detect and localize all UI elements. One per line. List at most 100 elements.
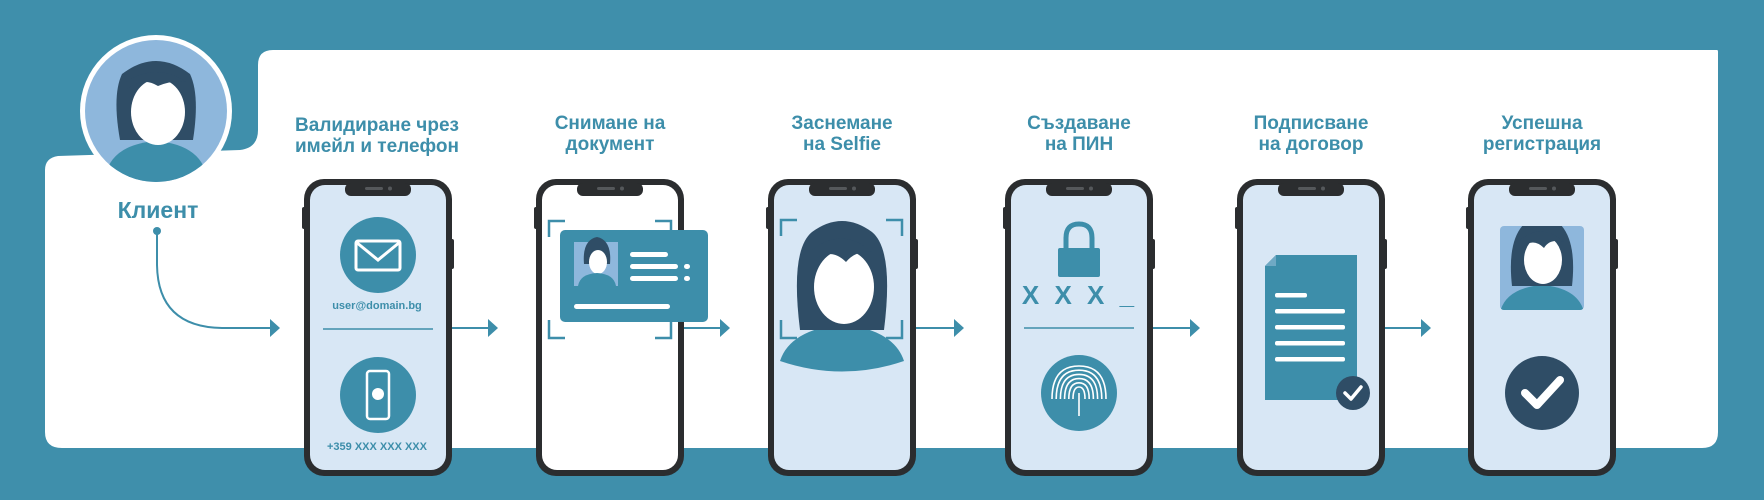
step-3-title: Заснемане на Selfie bbox=[737, 113, 947, 155]
id-card-line bbox=[684, 276, 690, 281]
profile-face bbox=[1524, 236, 1562, 284]
fingerprint-ridge bbox=[1068, 381, 1090, 400]
flow-arrow-2 bbox=[684, 319, 730, 337]
step-2-title-line1: Снимане на bbox=[554, 113, 666, 134]
document-line bbox=[1275, 293, 1307, 298]
id-card-face bbox=[589, 250, 607, 274]
phone-step-2 bbox=[534, 179, 686, 476]
phone-camera bbox=[852, 186, 856, 191]
id-card-line bbox=[630, 276, 678, 281]
step-3-title-line2: на Selfie bbox=[802, 134, 881, 155]
phone-speaker bbox=[597, 187, 615, 190]
step-5-title-line2: на договор bbox=[1258, 134, 1364, 155]
check-badge-icon bbox=[1336, 376, 1370, 410]
arrow-icon bbox=[270, 319, 280, 337]
step-1-title-line2: имейл и телефон bbox=[294, 136, 459, 157]
selfie-face bbox=[814, 250, 874, 324]
id-card-body bbox=[578, 273, 616, 286]
step-6-icons bbox=[1500, 226, 1584, 430]
step-4-icons bbox=[1024, 221, 1134, 431]
step-4-title: Създаване на ПИН bbox=[974, 113, 1184, 155]
scan-corner bbox=[655, 320, 673, 340]
profile-body bbox=[1500, 285, 1584, 310]
document-line bbox=[1275, 325, 1345, 330]
check-mark bbox=[1521, 376, 1564, 409]
step-4-title-line1: Създаване bbox=[1027, 113, 1131, 134]
phone-speaker bbox=[365, 187, 383, 190]
phone-camera bbox=[620, 186, 624, 191]
step-1-title: Валидиране чрез имейл и телефон bbox=[272, 115, 482, 157]
client-label: Клиент bbox=[117, 197, 199, 223]
scan-corner bbox=[886, 320, 904, 340]
step-1-title-line1: Валидиране чрез bbox=[295, 115, 459, 136]
fingerprint-ridge bbox=[1072, 386, 1086, 400]
selfie-body bbox=[780, 324, 904, 372]
arrow-icon bbox=[1190, 319, 1200, 337]
flow-arrow-5 bbox=[1385, 319, 1431, 337]
phone-speaker bbox=[1066, 187, 1084, 190]
scan-corner bbox=[547, 320, 565, 340]
id-card-line bbox=[574, 304, 670, 309]
document-line bbox=[1275, 357, 1345, 362]
envelope-flap bbox=[355, 240, 401, 262]
arrow-icon bbox=[488, 319, 498, 337]
id-card-line bbox=[630, 264, 678, 269]
phone-camera bbox=[388, 186, 392, 191]
envelope-icon bbox=[340, 217, 416, 293]
check-badge-mark bbox=[1343, 385, 1363, 401]
document-line bbox=[1275, 309, 1345, 314]
lock-icon bbox=[1058, 248, 1100, 277]
profile-bangs bbox=[1520, 231, 1564, 250]
phone-camera bbox=[1552, 186, 1556, 191]
document-line bbox=[1275, 341, 1345, 346]
arrow-icon bbox=[720, 319, 730, 337]
envelope-outline bbox=[354, 239, 402, 272]
pin-mask-text: X X X _ bbox=[1021, 280, 1139, 310]
step-2-title-line2: документ bbox=[565, 134, 655, 155]
phone-speaker bbox=[1529, 187, 1547, 190]
step-3-title-line1: Заснемане bbox=[791, 113, 893, 134]
step-1-icons bbox=[323, 217, 433, 433]
step-2-title: Снимане на документ bbox=[505, 113, 715, 155]
phone-camera bbox=[1089, 186, 1093, 191]
step-6-title-line2: регистрация bbox=[1482, 134, 1602, 155]
scan-corner bbox=[547, 219, 565, 237]
arrow-icon bbox=[954, 319, 964, 337]
email-text: user@domain.bg bbox=[332, 300, 422, 312]
step-4-title-line2: на ПИН bbox=[1044, 134, 1114, 155]
arrow-icon bbox=[1421, 319, 1431, 337]
step-5-icons bbox=[1265, 255, 1370, 410]
phone-number-text: +359 XXX XXX XXX bbox=[327, 441, 427, 453]
flow-arrow-1 bbox=[452, 319, 498, 337]
phone-speaker bbox=[1298, 187, 1316, 190]
fingerprint-ridge bbox=[1059, 373, 1099, 400]
selfie-bangs bbox=[812, 238, 872, 262]
client-connector-line bbox=[156, 233, 270, 329]
document-fold bbox=[1265, 255, 1276, 266]
profile-photo-content bbox=[1500, 226, 1584, 310]
step-5-title: Подписване на договор bbox=[1206, 113, 1416, 155]
id-card-line bbox=[630, 252, 668, 257]
fingerprint-ridge bbox=[1051, 365, 1107, 400]
scan-corner bbox=[886, 218, 904, 236]
flow-arrow-4 bbox=[1153, 319, 1200, 337]
phone-step-6 bbox=[1466, 179, 1618, 476]
phone-camera bbox=[1321, 186, 1325, 191]
step-3-icons bbox=[779, 218, 904, 372]
step-5-title-line1: Подписване bbox=[1253, 113, 1369, 134]
lock-shackle bbox=[1063, 221, 1095, 250]
id-card-line bbox=[684, 264, 690, 269]
fingerprint-ridge bbox=[1055, 369, 1103, 400]
phone-icon-outline bbox=[365, 369, 391, 421]
connector-dot bbox=[153, 227, 161, 235]
phone-speaker bbox=[829, 187, 847, 190]
check-circle-icon bbox=[1505, 356, 1579, 430]
fingerprint-ridge bbox=[1063, 377, 1095, 400]
phone-screen bbox=[542, 185, 678, 470]
step-2-icons bbox=[547, 219, 708, 340]
flow-arrow-3 bbox=[916, 319, 964, 337]
scan-corner bbox=[779, 320, 797, 340]
scan-corner bbox=[779, 218, 797, 236]
